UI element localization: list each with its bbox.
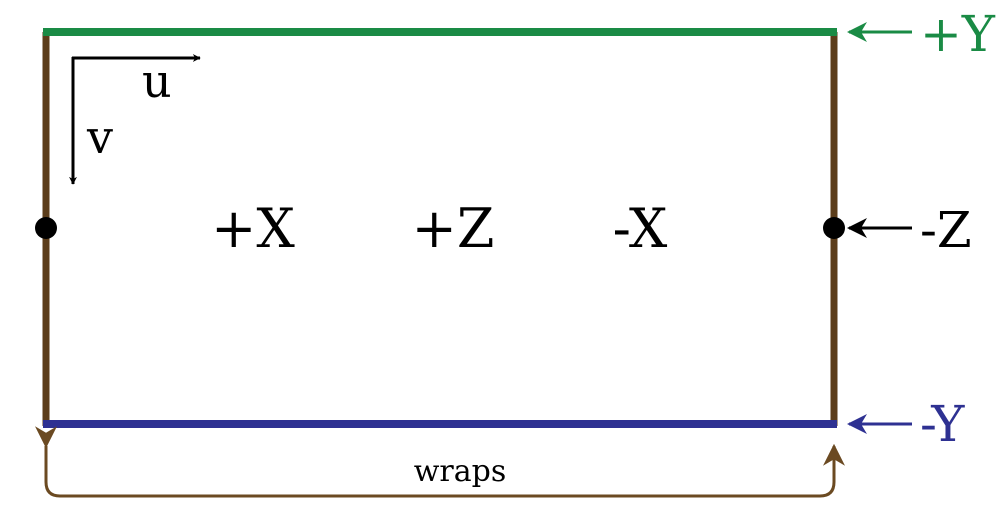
- v-label: v: [86, 110, 113, 164]
- wraps-label: wraps: [414, 454, 507, 489]
- left-pole-dot: [35, 217, 57, 239]
- face-label-minus-x: -X: [613, 197, 668, 260]
- face-label-plus-z: +Z: [412, 197, 495, 260]
- face-label-plus-x: +X: [211, 197, 295, 260]
- uv-axes: u v: [69, 54, 201, 185]
- minus-y-label: -Y: [920, 395, 965, 453]
- right-pole-dot: [823, 217, 845, 239]
- minus-z-label: -Z: [920, 201, 972, 259]
- wraps-arrow: [35, 426, 845, 498]
- u-label: u: [142, 54, 172, 108]
- plus-y-label: +Y: [920, 5, 996, 63]
